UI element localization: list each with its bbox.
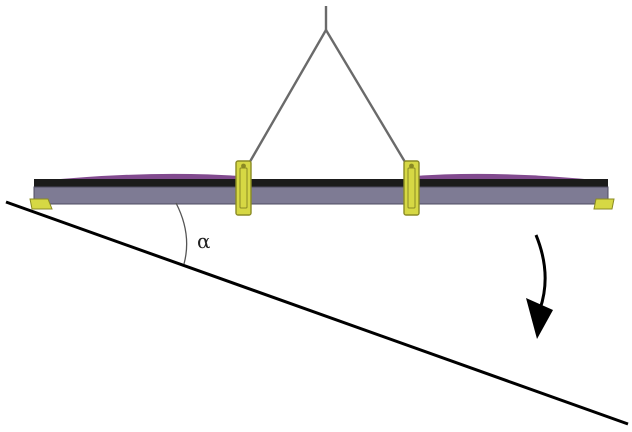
- left-sling: [242, 29, 328, 173]
- left-end-support: [29, 198, 53, 210]
- incline-line: [5, 200, 629, 426]
- right-lifting-clamp: [403, 160, 420, 216]
- beam-body: [33, 186, 609, 205]
- right-sling: [324, 29, 413, 173]
- right-end-support: [593, 198, 615, 210]
- angle-label: α: [197, 229, 211, 253]
- beam-top-flange: [34, 179, 608, 187]
- curved-arrow-down-icon: [526, 298, 553, 339]
- rotation-arrow-shaft: [534, 234, 547, 310]
- left-lifting-clamp: [235, 160, 252, 216]
- angle-arc: [175, 202, 188, 265]
